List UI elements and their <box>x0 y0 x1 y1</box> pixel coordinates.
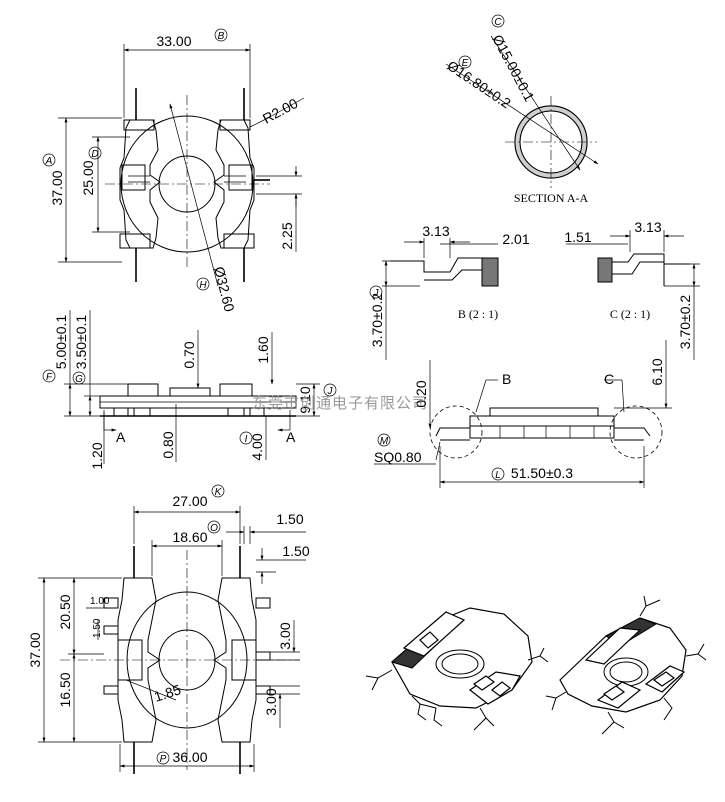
dim-w36: 36.00 <box>172 749 207 765</box>
dim-b-313: 3.13 <box>422 223 449 239</box>
dim-s100: 1.00 <box>90 596 110 607</box>
section-a-a: Ø15.00±0.1 Ø16.80±0.2 C E SECTION A-A <box>444 14 599 205</box>
watermark: 东莞市创通电子有限公司 <box>252 395 428 412</box>
marker-k: K <box>215 487 223 498</box>
dim-h2050: 20.50 <box>57 594 73 629</box>
dim-top-inner: 25.00 <box>80 160 96 195</box>
callout-c: C <box>604 371 614 387</box>
dim-front-020: 0.20 <box>413 380 429 407</box>
side-view: A A 5.00±0.1 F 3.50±0.1 G 1.20 0.80 0.70… <box>42 310 428 470</box>
dim-120: 1.20 <box>89 442 105 469</box>
marker-d: D <box>91 149 98 160</box>
dim-top-width: 33.00 <box>156 33 191 49</box>
dim-diameter: Ø32.60 <box>211 265 238 314</box>
dim-b-201: 2.01 <box>502 231 529 247</box>
marker-j-detail: J <box>373 288 380 299</box>
marker-m: M <box>380 436 389 447</box>
dim-pin-offset: 2.25 <box>279 222 295 249</box>
dim-h1650: 16.50 <box>57 672 73 707</box>
detail-b-caption: B (2 : 1) <box>458 307 498 321</box>
marker-e: E <box>462 58 469 69</box>
marker-a: A <box>45 156 53 167</box>
dim-sq: SQ0.80 <box>374 449 422 465</box>
marker-j-side: J <box>327 386 334 397</box>
dim-160: 1.60 <box>255 336 271 363</box>
dim-w1860: 18.60 <box>172 529 207 545</box>
callout-b: B <box>502 371 511 387</box>
marker-h: H <box>199 280 207 291</box>
dim-c-height: 3.70±0.2 <box>677 295 693 350</box>
marker-o: O <box>210 523 218 534</box>
marker-f: F <box>46 372 53 383</box>
marker-c: C <box>494 17 502 28</box>
dim-400: 4.00 <box>249 433 265 460</box>
dim-c-313: 3.13 <box>634 219 661 235</box>
dim-910: 9.10 <box>297 386 313 413</box>
marker-b: B <box>218 31 225 42</box>
dim-total-height: 5.00±0.1 <box>53 315 69 370</box>
bottom-view: 27.00 K 18.60 O 1.50 1.50 37.00 20.50 <box>27 484 310 774</box>
dim-length: 51.50±0.3 <box>511 465 573 481</box>
dim-body-height: 3.50±0.1 <box>73 315 89 370</box>
dim-c-151: 1.51 <box>564 229 591 245</box>
isometric-view-right <box>545 595 707 735</box>
marker-g: G <box>75 374 83 385</box>
dim-070: 0.70 <box>181 341 197 368</box>
marker-p: P <box>160 754 167 765</box>
dim-t150a: 1.50 <box>276 511 303 527</box>
marker-l: L <box>495 470 501 481</box>
dim-b-height: 3.70±0.2 <box>369 293 385 348</box>
front-view: B C 0.20 6.10 M SQ0.80 L 51.50±0.3 <box>374 340 672 488</box>
section-mark-left: A <box>116 429 126 445</box>
marker-i: I <box>245 434 248 445</box>
section-caption: SECTION A-A <box>514 191 589 205</box>
dim-v300a: 3.00 <box>277 622 293 649</box>
isometric-view-left <box>365 607 549 731</box>
dim-front-610: 6.10 <box>649 358 665 385</box>
top-view: 33.00 B 37.00 A 25.00 D R2.00 2.25 Ø32.6… <box>42 28 305 314</box>
dim-s150: 1.50 <box>92 618 103 638</box>
dim-v300b: 3.00 <box>263 688 279 715</box>
dim-top-height: 37.00 <box>49 170 65 205</box>
dim-t150b: 1.50 <box>282 543 309 559</box>
dim-radius: R2.00 <box>260 95 301 127</box>
detail-c-caption: C (2 : 1) <box>610 307 650 321</box>
section-mark-right: A <box>286 429 296 445</box>
dim-r185: 1.85 <box>152 681 183 705</box>
detail-views: 3.13 2.01 3.70±0.2 J B (2 : 1) 3.13 1.51… <box>369 219 700 360</box>
dim-080: 0.80 <box>160 431 176 458</box>
dim-w27: 27.00 <box>172 493 207 509</box>
dim-h37: 37.00 <box>27 632 43 667</box>
